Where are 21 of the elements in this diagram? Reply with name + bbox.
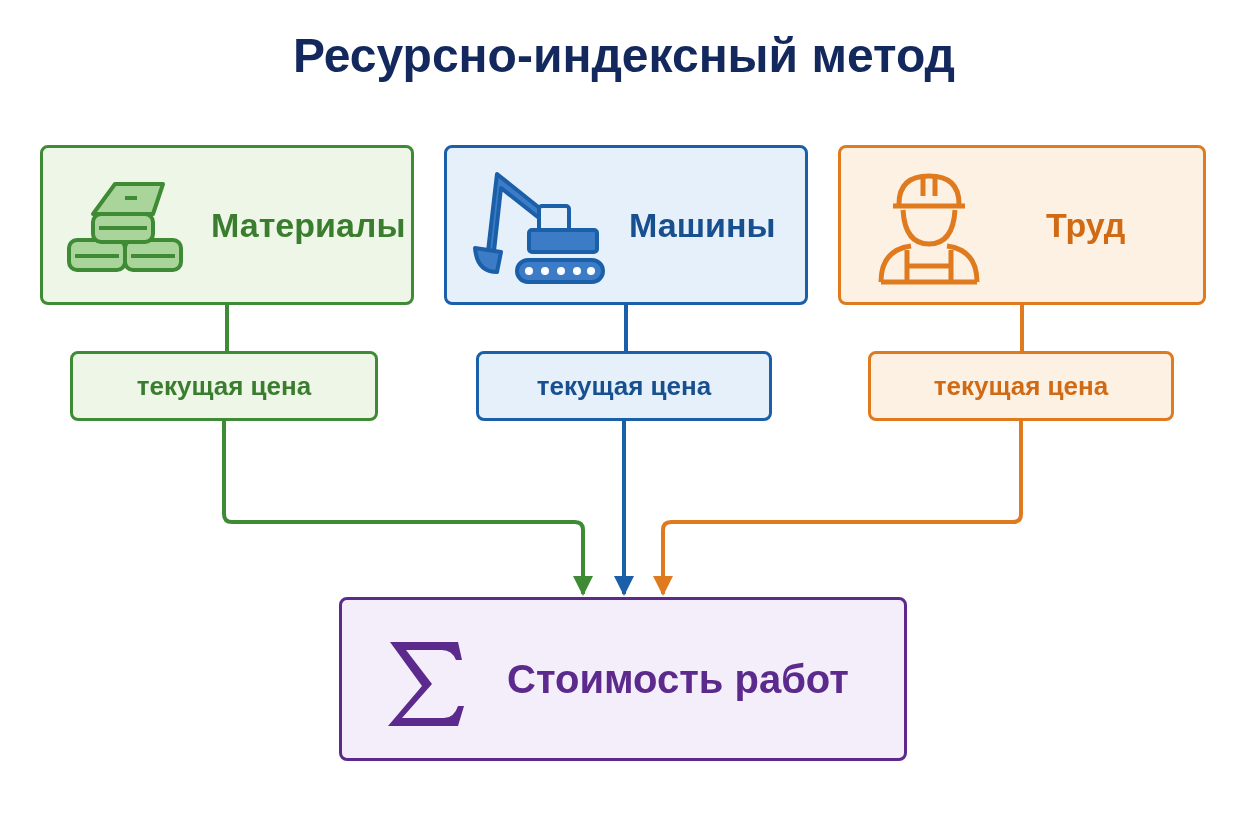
connector-line — [1020, 305, 1024, 351]
connector-line — [225, 305, 229, 351]
node-label: Труд — [1046, 205, 1126, 245]
result-box — [339, 597, 907, 761]
node-label: Машины — [629, 205, 776, 245]
category-box — [444, 145, 808, 305]
category-box — [838, 145, 1206, 305]
price-box — [70, 351, 378, 421]
node-label: Материалы — [211, 205, 406, 245]
price-box — [868, 351, 1174, 421]
arrow — [222, 421, 593, 596]
connector-line — [624, 305, 628, 351]
arrow — [653, 421, 1023, 596]
price-label: текущая цена — [933, 370, 1109, 402]
diagram-title: Ресурсно-индексный метод — [292, 28, 956, 83]
price-label: текущая цена — [536, 370, 712, 402]
arrow — [614, 421, 634, 596]
category-box — [40, 145, 414, 305]
price-box — [476, 351, 772, 421]
price-label: текущая цена — [136, 370, 312, 402]
node-label: Стоимость работ — [507, 656, 849, 702]
